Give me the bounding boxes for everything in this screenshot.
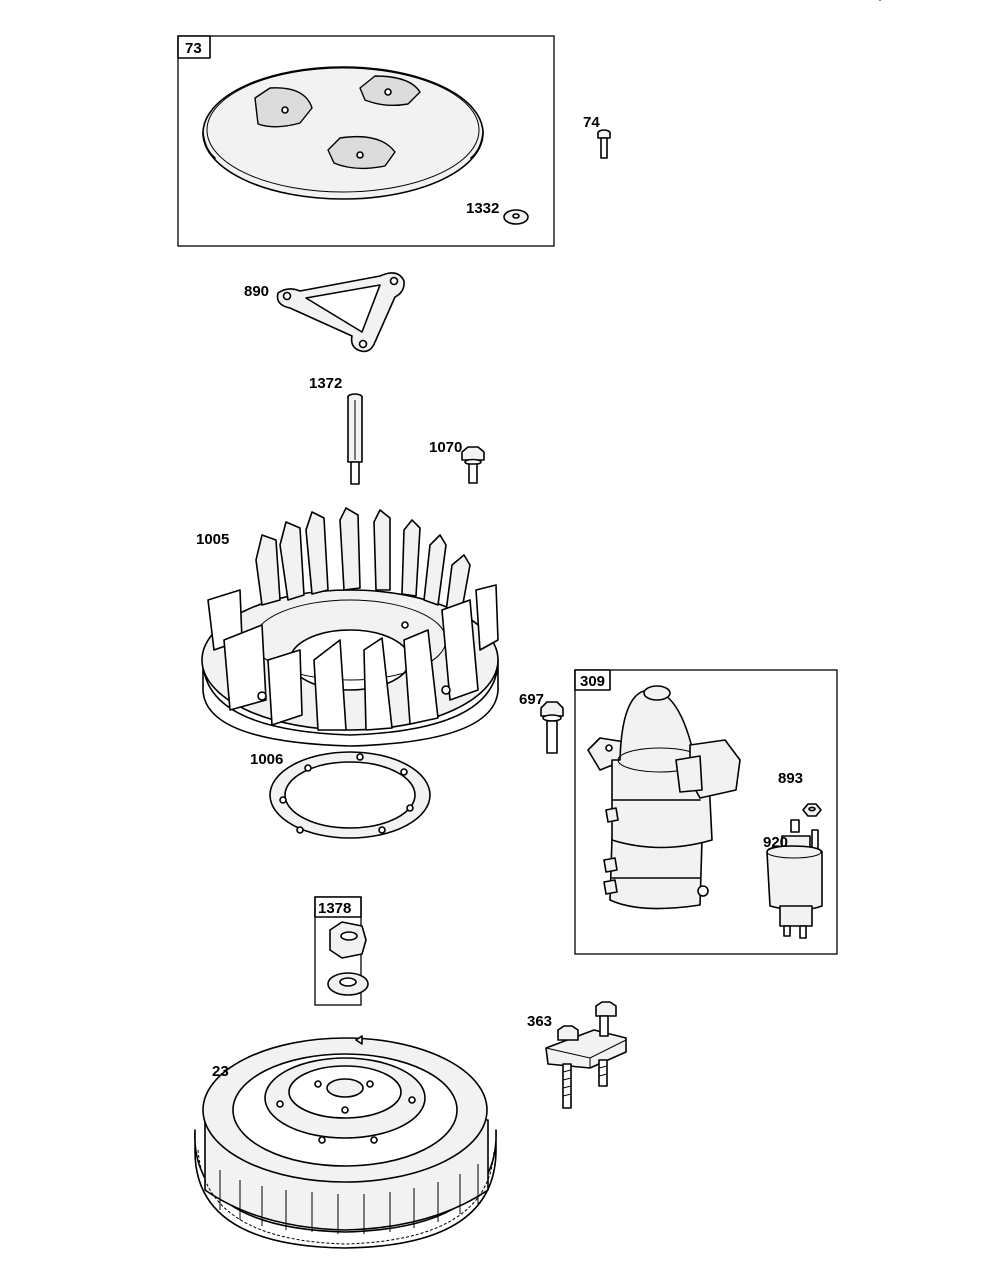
bolt-74: [597, 129, 611, 159]
hex-nut: [329, 921, 367, 959]
washer: [327, 972, 369, 996]
bracket-363: [545, 1001, 627, 1109]
part-label-1070: 1070: [429, 439, 462, 456]
starter-motor: [587, 0, 881, 910]
part-label-1372: 1372: [309, 375, 342, 392]
group-73-tag: [177, 35, 211, 59]
flywheel-ring-gear: [197, 1149, 495, 1245]
fan-blades-back: [255, 507, 471, 621]
bolt-697: [540, 701, 564, 754]
flywheel-23: [194, 1035, 497, 1249]
stud-1372: [347, 393, 363, 485]
group-73-cover-assembly: 73 1332: [177, 35, 555, 247]
part-label-73: 73: [185, 40, 202, 57]
part-label-1006: 1006: [250, 751, 283, 768]
part-label-920: 920: [763, 834, 788, 851]
group-73-frame: [177, 35, 555, 247]
ring-1006: [269, 751, 431, 839]
part-label-1332: 1332: [466, 200, 499, 217]
part-label-890: 890: [244, 283, 269, 300]
bolt-1070: [461, 446, 485, 484]
bracket-890: [276, 272, 405, 353]
flywheel-fins: [219, 1164, 479, 1234]
group-1378-tag: [314, 896, 362, 918]
group-309-starter-assembly: 309 893: [574, 0, 881, 955]
part-label-697: 697: [519, 691, 544, 708]
nut-893: [802, 803, 822, 817]
solenoid-920: [766, 819, 823, 939]
cover-plate: [202, 66, 484, 200]
group-1378-nut-washer: 1378: [314, 896, 369, 1006]
part-label-23: 23: [212, 1063, 229, 1080]
part-label-363: 363: [527, 1013, 552, 1030]
fan-1005: [201, 507, 499, 747]
part-label-74: 74: [583, 114, 600, 131]
part-label-309: 309: [580, 673, 605, 690]
group-309-frame: [574, 669, 838, 955]
part-label-1378: 1378: [318, 900, 351, 917]
part-label-1005: 1005: [196, 531, 229, 548]
fan-blades-front: [207, 584, 499, 731]
part-label-893: 893: [778, 770, 803, 787]
group-309-tag: [574, 669, 611, 691]
washer-1332: [503, 209, 529, 225]
